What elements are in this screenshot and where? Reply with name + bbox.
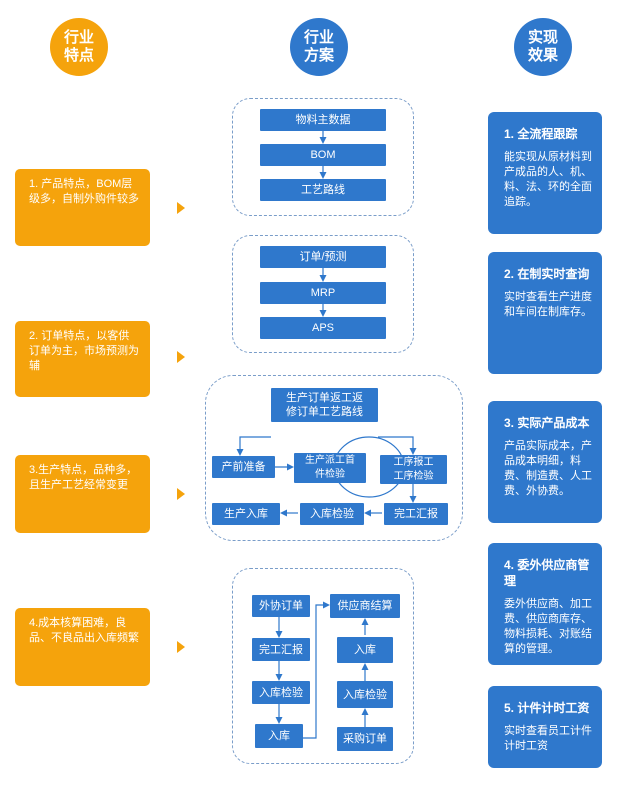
effect-title: 3. 实际产品成本 <box>504 416 590 430</box>
box-completion-report: 完工汇报 <box>384 503 448 525</box>
header-line: 效果 <box>527 47 558 64</box>
arrow-right-icon <box>177 488 185 500</box>
header-line: 行业 <box>63 29 94 46</box>
header-industry-features: 行业 特点 <box>50 18 108 76</box>
effect-desc: 产品实际成本，产品成本明细，料费、制造费、人工费、外协费。 <box>504 440 592 497</box>
effect-title: 2. 在制实时查询 <box>504 267 590 281</box>
header-line: 实现 <box>527 29 558 46</box>
feature-4: 4.成本核算困难，良品、不良品出入库频繁 <box>15 608 150 686</box>
arrow-right-icon <box>177 351 185 363</box>
box-outsource-order: 外协订单 <box>252 595 310 617</box>
effect-title: 5. 计件计时工资 <box>504 701 590 715</box>
box-production-inbound: 生产入库 <box>212 503 280 525</box>
box-inbound-inspection: 入库检验 <box>300 503 364 525</box>
header-effect: 实现 效果 <box>514 18 572 76</box>
header-line: 特点 <box>63 47 94 64</box>
box-rework-order-routing: 生产订单返工返修订单工艺路线 <box>271 388 378 422</box>
box-inbound-inspection-3: 入库检验 <box>337 681 393 708</box>
header-line: 方案 <box>303 47 334 64</box>
box-order-forecast: 订单/预测 <box>260 246 386 268</box>
box-inbound-3: 入库 <box>337 637 393 663</box>
arrow-right-icon <box>177 202 185 214</box>
feature-3: 3.生产特点，品种多，且生产工艺经常变更 <box>15 455 150 533</box>
box-material-master: 物料主数据 <box>260 109 386 131</box>
effect-desc: 实时查看生产进度和车间在制库存。 <box>504 291 592 318</box>
box-dispatch-first-inspection: 生产派工首件检验 <box>294 453 366 483</box>
box-routing: 工艺路线 <box>260 179 386 201</box>
box-preproduction: 产前准备 <box>212 456 275 478</box>
box-purchase-order: 采购订单 <box>337 727 393 751</box>
box-aps: APS <box>260 317 386 339</box>
effect-desc: 委外供应商、加工费、供应商库存、物料损耗、对账结算的管理。 <box>504 598 592 655</box>
box-process-report-inspection: 工序报工工序检验 <box>380 455 447 484</box>
arrow-right-icon <box>177 641 185 653</box>
box-mrp: MRP <box>260 282 386 304</box>
box-supplier-settlement: 供应商结算 <box>330 594 400 618</box>
effect-4: 4. 委外供应商管理 委外供应商、加工费、供应商库存、物料损耗、对账结算的管理。 <box>488 543 602 665</box>
effect-2: 2. 在制实时查询 实时查看生产进度和车间在制库存。 <box>488 252 602 374</box>
box-inbound-2: 入库 <box>255 724 303 748</box>
feature-2: 2. 订单特点，以客供订单为主，市场预测为辅 <box>15 321 150 397</box>
box-completion-report-2: 完工汇报 <box>252 638 310 661</box>
effect-desc: 实时查看员工计件计时工资 <box>504 725 592 752</box>
effect-title: 4. 委外供应商管理 <box>504 558 590 588</box>
effect-title: 1. 全流程跟踪 <box>504 127 578 141</box>
box-inbound-inspection-2: 入库检验 <box>252 681 310 704</box>
box-bom: BOM <box>260 144 386 166</box>
effect-desc: 能实现从原材料到产成品的人、机、料、法、环的全面追踪。 <box>504 151 592 208</box>
effect-1: 1. 全流程跟踪 能实现从原材料到产成品的人、机、料、法、环的全面追踪。 <box>488 112 602 234</box>
effect-5: 5. 计件计时工资 实时查看员工计件计时工资 <box>488 686 602 768</box>
header-industry-solution: 行业 方案 <box>290 18 348 76</box>
feature-1: 1. 产品特点，BOM层级多，自制外购件较多 <box>15 169 150 246</box>
header-line: 行业 <box>303 29 334 46</box>
effect-3: 3. 实际产品成本 产品实际成本，产品成本明细，料费、制造费、人工费、外协费。 <box>488 401 602 523</box>
